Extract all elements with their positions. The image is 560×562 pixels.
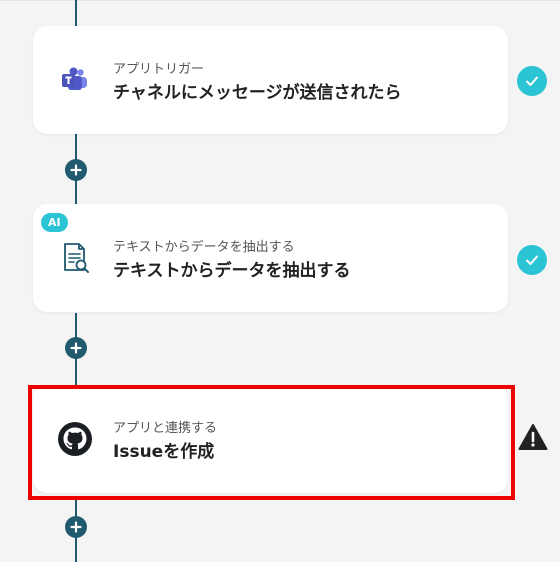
document-search-icon — [57, 240, 93, 276]
github-icon — [57, 421, 93, 457]
step-subtitle: テキストからデータを抽出する — [113, 240, 295, 255]
top-divider — [0, 0, 560, 1]
flow-connector — [75, 0, 77, 26]
step-title: チャネルにメッセージが送信されたら — [113, 83, 402, 103]
step-subtitle: アプリと連携する — [113, 421, 218, 436]
plus-icon — [70, 342, 82, 354]
plus-icon — [70, 164, 82, 176]
teams-icon — [57, 62, 93, 98]
ai-badge: AI — [41, 213, 68, 232]
step-title: テキストからデータを抽出する — [113, 261, 351, 281]
flow-step-create-issue[interactable]: アプリと連携する Issueを作成 — [33, 385, 508, 493]
add-step-button[interactable] — [65, 337, 87, 359]
step-title: Issueを作成 — [113, 442, 215, 462]
add-step-button[interactable] — [65, 159, 87, 181]
flow-step-extract-data[interactable]: テキストからデータを抽出する テキストからデータを抽出する — [33, 204, 508, 312]
warning-icon — [518, 423, 548, 451]
add-step-button[interactable] — [65, 516, 87, 538]
flow-step-trigger[interactable]: アプリトリガー チャネルにメッセージが送信されたら — [33, 26, 508, 134]
plus-icon — [70, 521, 82, 533]
step-subtitle: アプリトリガー — [113, 62, 205, 77]
check-icon — [517, 245, 547, 275]
check-icon — [517, 66, 547, 96]
